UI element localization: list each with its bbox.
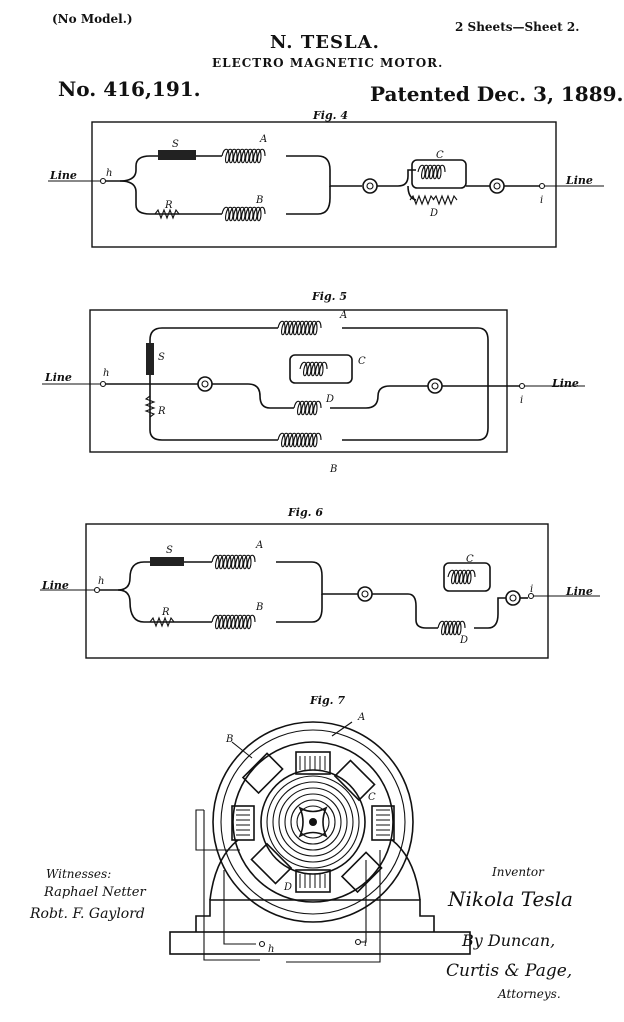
- inventor-label: Inventor: [491, 865, 545, 879]
- fig4-label: Fig. 4: [312, 109, 348, 122]
- fig5-D: D: [325, 394, 334, 405]
- fig6-B: B: [255, 602, 263, 613]
- fig5-C: C: [358, 356, 366, 367]
- fig5-line-right: Line: [551, 377, 579, 390]
- fig7-label: Fig. 7: [309, 694, 345, 707]
- fig6-D: D: [459, 635, 468, 646]
- fig5-B: B: [329, 464, 337, 475]
- attorney-by-line: By Duncan,: [461, 931, 555, 950]
- fig7-A: A: [357, 712, 365, 723]
- fig6-line-right: Line: [565, 585, 593, 598]
- fig6-h: h: [98, 576, 104, 587]
- attorney-names: Curtis & Page,: [446, 961, 572, 981]
- figure-4: Fig. 4 Line h S R A B C D i Line: [48, 109, 604, 248]
- figure-5: Fig. 5 Line h S R A B D C i Line: [42, 290, 585, 475]
- fig4-coil-b: [221, 206, 266, 222]
- figure-7: Fig. 7 A B: [169, 694, 471, 963]
- fig6-i: i: [530, 584, 533, 595]
- fig5-A: A: [339, 310, 347, 321]
- fig5-label: Fig. 5: [311, 290, 347, 303]
- figure-6: Fig. 6 Line h S R A B D C i Line: [40, 506, 600, 659]
- fig4-frame: [91, 121, 557, 248]
- fig6-A: A: [255, 540, 263, 551]
- fig5-line-left: Line: [44, 371, 72, 384]
- fig5-i: i: [520, 395, 523, 406]
- fig7-B: B: [225, 734, 233, 745]
- witness-2-signature: Robt. F. Gaylord: [29, 906, 145, 922]
- patent-number: No. 416,191.: [58, 77, 201, 101]
- signature-block: Witnesses: Raphael Netter Robt. F. Gaylo…: [29, 865, 573, 1001]
- fig4-A: A: [259, 134, 267, 145]
- fig6-label: Fig. 6: [287, 506, 323, 519]
- witness-1-signature: Raphael Netter: [43, 885, 146, 900]
- witnesses-label: Witnesses:: [46, 867, 111, 881]
- fig7-i: i: [364, 938, 367, 949]
- fig4-line-right: Line: [565, 174, 593, 187]
- fig6-R: R: [161, 607, 170, 618]
- fig4-D: D: [429, 208, 438, 219]
- fig4-i: i: [540, 195, 543, 206]
- fig4-line-left: Line: [49, 169, 77, 182]
- fig4-S: S: [172, 139, 179, 150]
- fig4-h: h: [106, 168, 112, 179]
- fig6-C: C: [466, 554, 474, 565]
- fig6-S: S: [166, 545, 173, 556]
- inventor-signature: Nikola Tesla: [447, 887, 573, 911]
- fig4-R: R: [164, 200, 173, 211]
- fig6-line-left: Line: [41, 579, 69, 592]
- attorneys-label: Attorneys.: [497, 987, 561, 1001]
- no-model-note: (No Model.): [52, 12, 133, 26]
- fig4-B: B: [255, 195, 263, 206]
- patent-date: Patented Dec. 3, 1889.: [370, 82, 624, 106]
- fig5-h: h: [103, 368, 109, 379]
- fig7-pole-coils: [231, 751, 395, 894]
- fig5-R: R: [157, 406, 166, 417]
- fig4-resistance-s: [158, 150, 196, 160]
- fig4-C: C: [436, 150, 444, 161]
- fig5-S: S: [158, 352, 165, 363]
- patent-title: ELECTRO MAGNETIC MOTOR.: [212, 56, 444, 70]
- fig7-C: C: [368, 792, 376, 803]
- sheet-count: 2 Sheets—Sheet 2.: [455, 20, 580, 34]
- inventor-name: N. TESLA.: [270, 32, 380, 53]
- fig7-D: D: [283, 882, 292, 893]
- fig7-h: h: [268, 944, 274, 955]
- fig4-coil-a: [221, 148, 266, 164]
